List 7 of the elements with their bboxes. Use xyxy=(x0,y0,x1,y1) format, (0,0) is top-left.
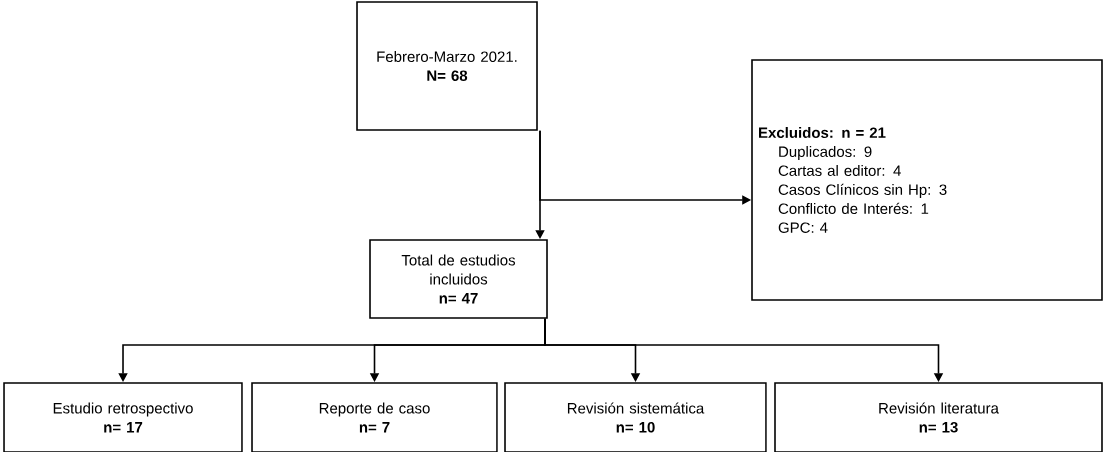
process-box: Estudio retrospectivo n= 17 xyxy=(3,382,243,452)
process-box: Excluidos: n = 21 Duplicados: 9 Cartas al editor: 4 Casos Clínicos sin Hp: 3 Conflicto de Interés: 1 GPC: 4 xyxy=(751,59,1103,301)
process-box: Reporte de caso n= 7 xyxy=(251,382,498,452)
process-box: Total de estudios incluidos n= 47 xyxy=(369,239,548,319)
process-box: Revisión sistemática n= 10 xyxy=(504,382,767,452)
process-box: Febrero-Marzo 2021. N= 68 xyxy=(356,1,538,131)
process-box: Revisión literatura n= 13 xyxy=(774,382,1103,452)
